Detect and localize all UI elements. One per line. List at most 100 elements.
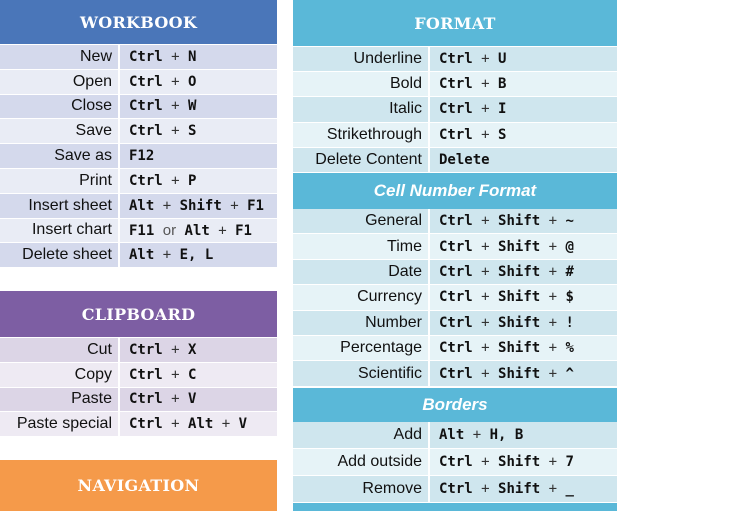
row-separator [118,69,120,94]
shortcut-label: Insert chart [31,221,112,239]
shortcut-label: Paste [71,390,112,408]
plus-sign: + [162,247,172,264]
row-separator [428,476,430,502]
plus-sign: + [171,48,180,65]
key-name: V [238,416,248,433]
shortcut-row: Delete Content Delete [293,147,617,172]
row-separator [428,97,430,122]
plus-sign: + [548,238,558,255]
plus-sign: + [548,454,558,470]
key-name: Ctrl [439,51,473,68]
row-separator [428,72,430,97]
plus-sign: + [481,454,490,470]
shortcut-label: Delete Content [315,150,422,168]
plus-sign: + [171,416,180,433]
shortcut-keys: Ctrl + Alt + V [120,416,247,432]
plus-sign: + [171,366,180,383]
plus-sign: + [171,172,180,189]
shortcut-keys: Ctrl + N [120,49,196,65]
row-separator [118,412,120,437]
plus-sign: + [171,391,180,408]
key-name: Shift [498,365,541,382]
key-name: S [188,123,197,140]
row-separator [118,243,120,268]
shortcut-row: Add Alt + H, B [293,422,617,448]
key-name: ~ [565,213,574,230]
key-name: S [498,126,507,143]
key-name: Ctrl [439,365,473,382]
row-separator [428,259,430,285]
key-name: Ctrl [129,48,163,65]
key-name: Ctrl [439,126,473,143]
plus-sign: + [162,197,172,214]
plus-sign: + [481,289,490,306]
key-name: F1 [247,197,264,214]
plus-sign: + [171,98,180,115]
key-name: Shift [498,213,541,230]
key-name: Alt [439,427,465,443]
plus-sign: + [548,289,558,306]
row-separator [428,422,430,448]
shortcut-keys: Delete [430,152,490,168]
shortcut-keys: Alt + E, L [120,247,213,263]
row-separator [118,193,120,218]
row-separator [118,387,120,412]
key-name: ^ [565,365,574,382]
shortcut-keys: Alt + Shift + F1 [120,198,264,214]
key-name: Ctrl [439,314,473,331]
row-separator [428,449,430,475]
shortcut-label: Bold [389,75,422,93]
plus-sign: + [481,340,490,357]
key-name: X [188,341,197,358]
cell-number-format-header: Cell Number Format [293,173,617,209]
row-separator [118,119,120,144]
shortcut-row: Insert sheet Alt + Shift + F1 [0,193,277,218]
key-name: Ctrl [439,213,473,230]
key-name: ! [565,314,574,331]
plus-sign: + [481,101,490,118]
shortcut-keys: Ctrl + Shift + @ [430,239,574,255]
shortcut-keys: Ctrl + V [120,391,196,407]
shortcut-row: Paste Ctrl + V [0,387,277,412]
shortcut-keys: Alt + H, B [430,427,523,443]
key-name: V [188,391,197,408]
shortcut-keys: Ctrl + Shift + # [430,264,574,280]
clipboard-header: CLIPBOARD [0,291,277,337]
shortcut-label: Strikethrough [326,125,422,143]
key-name: B [498,76,507,93]
shortcut-keys: Ctrl + B [430,76,506,92]
plus-sign: + [481,238,490,255]
key-name: Ctrl [439,289,473,306]
shortcut-label: Add outside [337,453,422,470]
key-name: E, [179,247,197,264]
shortcut-label: Save [75,122,112,140]
plus-sign: + [481,481,490,497]
shortcut-label: Add [393,426,422,443]
key-name: Shift [498,263,541,280]
row-separator [118,218,120,243]
plus-sign: + [171,73,180,90]
key-name: Alt [188,416,214,433]
key-name: Ctrl [439,263,473,280]
row-separator [118,362,120,387]
key-name: U [498,51,507,68]
shortcut-keys: Ctrl + W [120,98,196,114]
format-footer-bar [293,503,617,511]
key-name: Ctrl [129,341,163,358]
plus-sign: + [548,481,558,497]
key-name: # [565,263,574,280]
key-name: Ctrl [439,454,473,470]
row-separator [428,285,430,310]
shortcut-label: Insert sheet [28,196,112,214]
key-name: Shift [498,481,541,497]
key-name: O [188,73,197,90]
